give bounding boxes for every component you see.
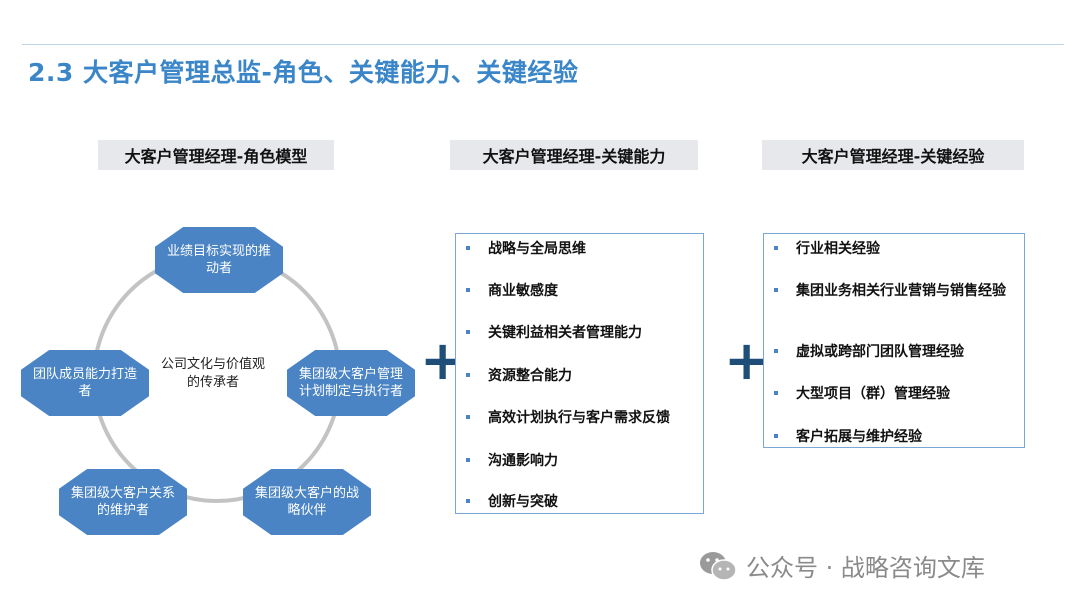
list-item: 虚拟或跨部门团队管理经验 bbox=[764, 343, 1018, 361]
bullet-icon bbox=[466, 246, 470, 250]
wechat-icon bbox=[700, 551, 737, 581]
bullet-icon bbox=[466, 288, 470, 292]
role-node-strategic-partner: 集团级大客户的战略伙伴 bbox=[243, 469, 371, 535]
list-item: 高效计划执行与客户需求反馈 bbox=[456, 409, 697, 427]
list-item: 客户拓展与维护经验 bbox=[764, 428, 1018, 446]
watermark: 公众号 · 战略咨询文库 bbox=[698, 548, 985, 583]
plus-icon: + bbox=[420, 329, 466, 392]
role-node-team-builder: 团队成员能力打造者 bbox=[21, 350, 149, 416]
top-divider bbox=[22, 44, 1064, 45]
key-abilities-box: 战略与全局思维 商业敏感度 关键利益相关者管理能力 资源整合能力 高效计划执行与… bbox=[455, 233, 704, 514]
key-abilities-header: 大客户管理经理-关键能力 bbox=[450, 140, 698, 170]
key-experience-box: 行业相关经验 集团业务相关行业营销与销售经验 虚拟或跨部门团队管理经验 大型项目… bbox=[763, 233, 1025, 448]
bullet-icon bbox=[466, 499, 470, 503]
bullet-icon bbox=[466, 415, 470, 419]
watermark-text: 公众号 · 战略咨询文库 bbox=[746, 554, 985, 582]
key-experience-header: 大客户管理经理-关键经验 bbox=[762, 140, 1024, 170]
list-item: 创新与突破 bbox=[456, 493, 697, 511]
role-node-relationship-maintainer: 集团级大客户关系的维护者 bbox=[59, 469, 187, 535]
role-center-text: 公司文化与价值观的传承者 bbox=[160, 357, 265, 390]
bullet-icon bbox=[466, 458, 470, 462]
bullet-icon bbox=[466, 373, 470, 377]
list-item: 战略与全局思维 bbox=[456, 240, 697, 258]
list-item: 行业相关经验 bbox=[764, 240, 1018, 258]
role-node-plan-executor: 集团级大客户管理计划制定与执行者 bbox=[287, 350, 415, 416]
list-item: 商业敏感度 bbox=[456, 282, 697, 300]
list-item: 沟通影响力 bbox=[456, 452, 697, 470]
bullet-icon bbox=[774, 246, 778, 250]
list-item: 集团业务相关行业营销与销售经验 bbox=[764, 282, 1018, 300]
bullet-icon bbox=[774, 391, 778, 395]
bullet-icon bbox=[774, 288, 778, 292]
role-model-header: 大客户管理经理-角色模型 bbox=[98, 140, 334, 170]
list-item: 大型项目（群）管理经验 bbox=[764, 385, 1018, 403]
bullet-icon bbox=[774, 434, 778, 438]
bullet-icon bbox=[466, 330, 470, 334]
plus-icon: + bbox=[724, 329, 770, 392]
role-node-performance-driver: 业绩目标实现的推动者 bbox=[155, 227, 283, 293]
list-item: 资源整合能力 bbox=[456, 367, 697, 385]
bullet-icon bbox=[774, 349, 778, 353]
list-item: 关键利益相关者管理能力 bbox=[456, 324, 697, 342]
slide-title: 2.3 大客户管理总监-角色、关键能力、关键经验 bbox=[28, 58, 579, 87]
